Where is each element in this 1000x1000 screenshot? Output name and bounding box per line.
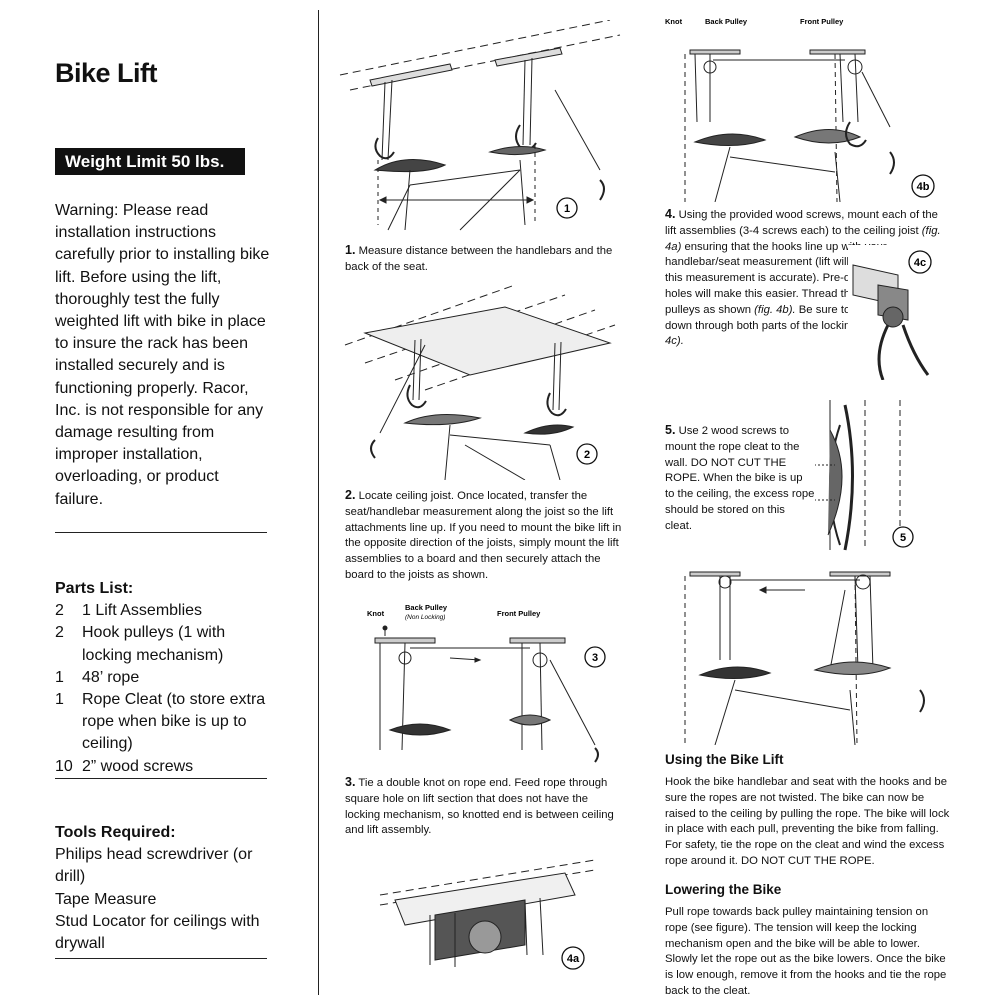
non-locking-label: (Non Locking): [405, 614, 445, 621]
knot-label: Knot: [665, 17, 683, 26]
lowering-section: Lowering the Bike Pull rope towards back…: [665, 882, 950, 1000]
part-qty: 1: [55, 691, 64, 709]
list-item: Stud Locator for ceilings with drywall: [55, 912, 260, 953]
figure-1-badge: [556, 197, 578, 219]
figure-5-badge: [892, 526, 914, 548]
column-divider: [318, 10, 319, 995]
figure-4c-badge: [908, 250, 932, 274]
lowering-heading: Lowering the Bike: [665, 882, 782, 897]
step-5: 5. Use 2 wood screws to mount the rope c…: [665, 423, 815, 535]
step-text: Use 2 wood screws to mount the rope clea…: [665, 425, 815, 532]
divider: [55, 958, 267, 959]
figure-3-badge: [584, 646, 606, 668]
weight-limit-banner: Weight Limit 50 lbs.: [55, 148, 245, 175]
front-pulley-label: Front Pulley: [800, 17, 844, 26]
step-number: 4.: [665, 207, 676, 221]
step-3: 3. Tie a double knot on rope end. Feed r…: [345, 775, 620, 839]
figure-4a-badge: [561, 946, 585, 970]
figure-2-illustration: 2: [344, 285, 616, 480]
step-number: 2.: [345, 488, 356, 502]
part-text: Rope Cleat (to store extra rope when bik…: [82, 691, 266, 753]
back-pulley-label: Back Pulley: [405, 603, 448, 612]
knot-label: Knot: [367, 609, 385, 618]
figure-reference: (fig. 4a): [665, 224, 941, 253]
figure-5-number: 5: [900, 532, 906, 544]
part-qty: 10: [55, 757, 73, 775]
part-qty: 2: [55, 624, 64, 642]
figure-4c-illustration: 4c: [848, 245, 943, 380]
lowering-illustration: [684, 571, 925, 745]
tools-list: Tools Required: Philips head screwdriver…: [55, 822, 270, 955]
page-title: Bike Lift: [55, 58, 158, 88]
parts-heading: Parts List:: [55, 580, 134, 597]
figure-5-illustration: 5: [815, 400, 914, 551]
step-number: 1.: [345, 243, 356, 257]
list-item: 1 Rope Cleat (to store extra rope when bi…: [55, 689, 270, 756]
figure-4b-badge: [911, 174, 935, 198]
part-text: Hook pulleys (1 with locking mechanism): [82, 624, 226, 664]
using-text: Hook the bike handlebar and seat with th…: [665, 776, 950, 867]
lowering-text: Pull rope towards back pulley maintainin…: [665, 906, 947, 997]
list-item: Tape Measure: [55, 890, 157, 908]
list-item: 1 48’ rope: [55, 667, 270, 689]
divider: [55, 532, 267, 533]
step-1: 1. Measure distance between the handleba…: [345, 243, 620, 276]
step-2: 2. Locate ceiling joist. Once located, t…: [345, 488, 625, 584]
tools-heading: Tools Required:: [55, 824, 176, 841]
figure-3-number: 3: [592, 652, 598, 664]
figure-1-number: 1: [564, 203, 570, 215]
figure-4a-number: 4a: [567, 953, 580, 965]
part-qty: 1: [55, 668, 64, 686]
figure-2-number: 2: [584, 449, 590, 461]
divider: [55, 778, 267, 779]
figure-4b-illustration: Knot Back Pulley Front Pulley 4b: [665, 17, 935, 202]
using-heading: Using the Bike Lift: [665, 752, 784, 767]
back-pulley-label: Back Pulley: [705, 17, 748, 26]
front-pulley-label: Front Pulley: [497, 609, 541, 618]
step-text: Using the provided wood screws, mount ea…: [665, 209, 938, 237]
step-text: Measure distance between the handlebars …: [345, 245, 613, 273]
warning-text: Warning: Please read installation instru…: [55, 202, 270, 508]
list-item: 10 2” wood screws: [55, 756, 270, 778]
list-item: 2 1 Lift Assemblies: [55, 600, 270, 622]
figure-1-illustration: 1: [339, 20, 621, 231]
list-item: Philips head screwdriver (or drill): [55, 846, 253, 886]
figure-4b-number: 4b: [917, 181, 930, 193]
part-text: 48’ rope: [82, 668, 140, 686]
list-item: 2 Hook pulleys (1 with locking mechanism): [55, 622, 270, 666]
figure-2-badge: [576, 443, 598, 465]
part-qty: 2: [55, 602, 64, 620]
step-number: 5.: [665, 423, 676, 437]
figure-3-illustration: Knot Back Pulley (Non Locking) Front Pul…: [367, 603, 606, 763]
figure-4c-number: 4c: [914, 257, 926, 269]
figure-reference: (fig. 4b).: [754, 303, 796, 316]
part-text: 1 Lift Assemblies: [82, 602, 203, 620]
figure-4a-illustration: 4a: [379, 859, 596, 970]
step-text: Locate ceiling joist. Once located, tran…: [345, 490, 622, 581]
step-number: 3.: [345, 775, 356, 789]
using-section: Using the Bike Lift Hook the bike handle…: [665, 752, 950, 870]
part-text: 2” wood screws: [82, 757, 194, 775]
step-text: Tie a double knot on rope end. Feed rope…: [345, 777, 614, 837]
